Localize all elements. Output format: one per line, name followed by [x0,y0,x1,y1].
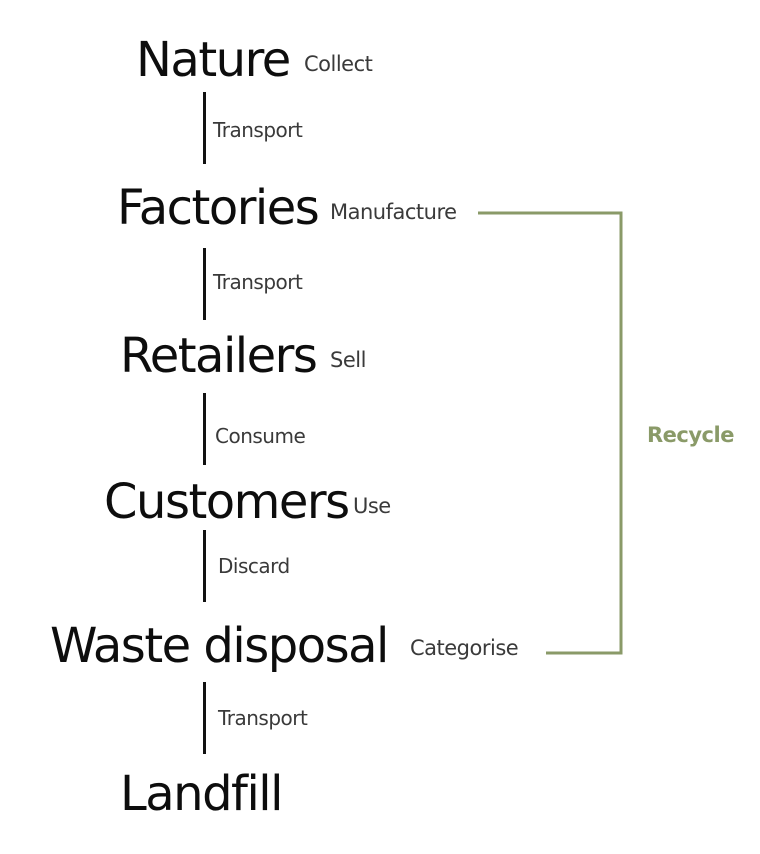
stage-retailers: Retailers [120,328,318,384]
link-discard: Discard [218,554,290,578]
recycle-bracket-line [478,211,623,655]
stage-customers: Customers [104,474,350,530]
connector-line [203,248,206,320]
stage-nature: Nature [136,32,291,88]
link-transport: Transport [213,118,303,142]
stage-landfill: Landfill [120,766,283,822]
action-sell: Sell [330,348,366,372]
link-transport: Transport [213,270,303,294]
link-consume: Consume [215,424,306,448]
action-categorise: Categorise [410,636,519,660]
link-transport: Transport [218,706,308,730]
connector-line [203,393,206,465]
action-manufacture: Manufacture [330,200,457,224]
connector-line [203,530,206,602]
recycle-label: Recycle [647,423,734,447]
connector-line [203,682,206,754]
action-collect: Collect [304,52,373,76]
stage-factories: Factories [117,180,320,236]
connector-line [203,92,206,164]
action-use: Use [353,494,391,518]
stage-waste-disposal: Waste disposal [50,618,389,674]
